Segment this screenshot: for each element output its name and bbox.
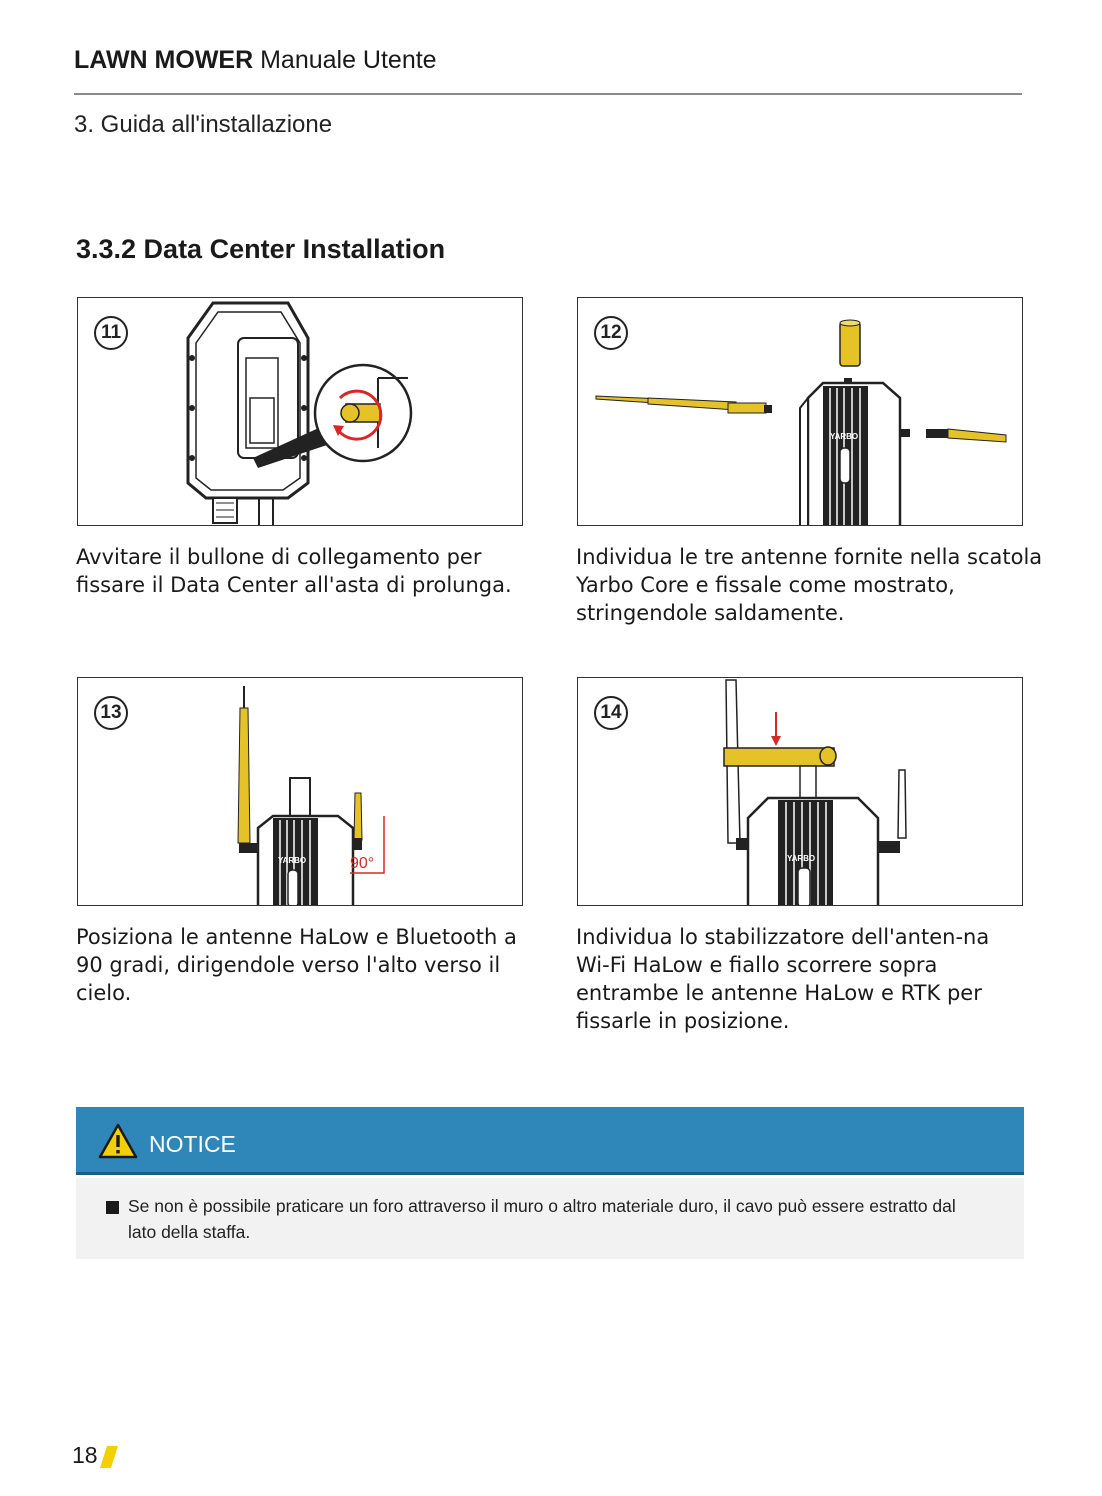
antenna-install-illustration: YARBO [595, 319, 1007, 525]
antenna-angle-illustration: YARBO 90° [237, 686, 385, 905]
antenna-stabilizer-illustration: YARBO [723, 679, 907, 905]
notice-body: Se non è possibile praticare un foro att… [76, 1178, 1024, 1259]
step-number-badge: 13 [94, 696, 128, 730]
bullet-square-icon [106, 1201, 119, 1214]
manual-title: LAWN MOWER Manuale Utente [74, 46, 437, 75]
figure-step-13: YARBO 90° 13 [77, 677, 523, 906]
header-divider [74, 93, 1022, 95]
notice-label: NOTICE [149, 1131, 236, 1157]
device-brand-label: YARBO [278, 856, 306, 865]
angle-label: 90° [350, 855, 374, 872]
manual-subtitle: Manuale Utente [253, 46, 437, 74]
step-number-badge: 11 [94, 316, 128, 350]
step-14-caption: Individua lo stabilizzatore dell'anten-n… [576, 925, 990, 1033]
warning-icon [98, 1123, 138, 1159]
figure-step-12: YARBO 12 [577, 297, 1023, 526]
device-brand-label: YARBO [830, 432, 858, 441]
notice-text: Se non è possibile praticare un foro att… [128, 1196, 956, 1242]
page-number: 18 [72, 1442, 98, 1468]
step-number-badge: 12 [594, 316, 628, 350]
chapter-title: 3. Guida all'installazione [74, 111, 333, 138]
figure-step-14: YARBO 14 [577, 677, 1023, 906]
notice-header: NOTICE [76, 1107, 1024, 1175]
brand-name: LAWN MOWER [74, 46, 254, 74]
step-11-caption: Avvitare il bullone di collegamento per … [76, 545, 512, 597]
page-accent-mark [100, 1446, 118, 1468]
step-number-badge: 14 [594, 696, 628, 730]
step-13-caption: Posiziona le antenne HaLow e Bluetooth a… [76, 925, 517, 1005]
section-title: 3.3.2 Data Center Installation [76, 234, 446, 264]
figure-step-11: 11 [77, 297, 523, 526]
data-center-bolt-illustration [186, 301, 413, 525]
device-brand-label: YARBO [787, 854, 815, 863]
step-12-caption: Individua le tre antenne fornite nella s… [576, 545, 1043, 625]
